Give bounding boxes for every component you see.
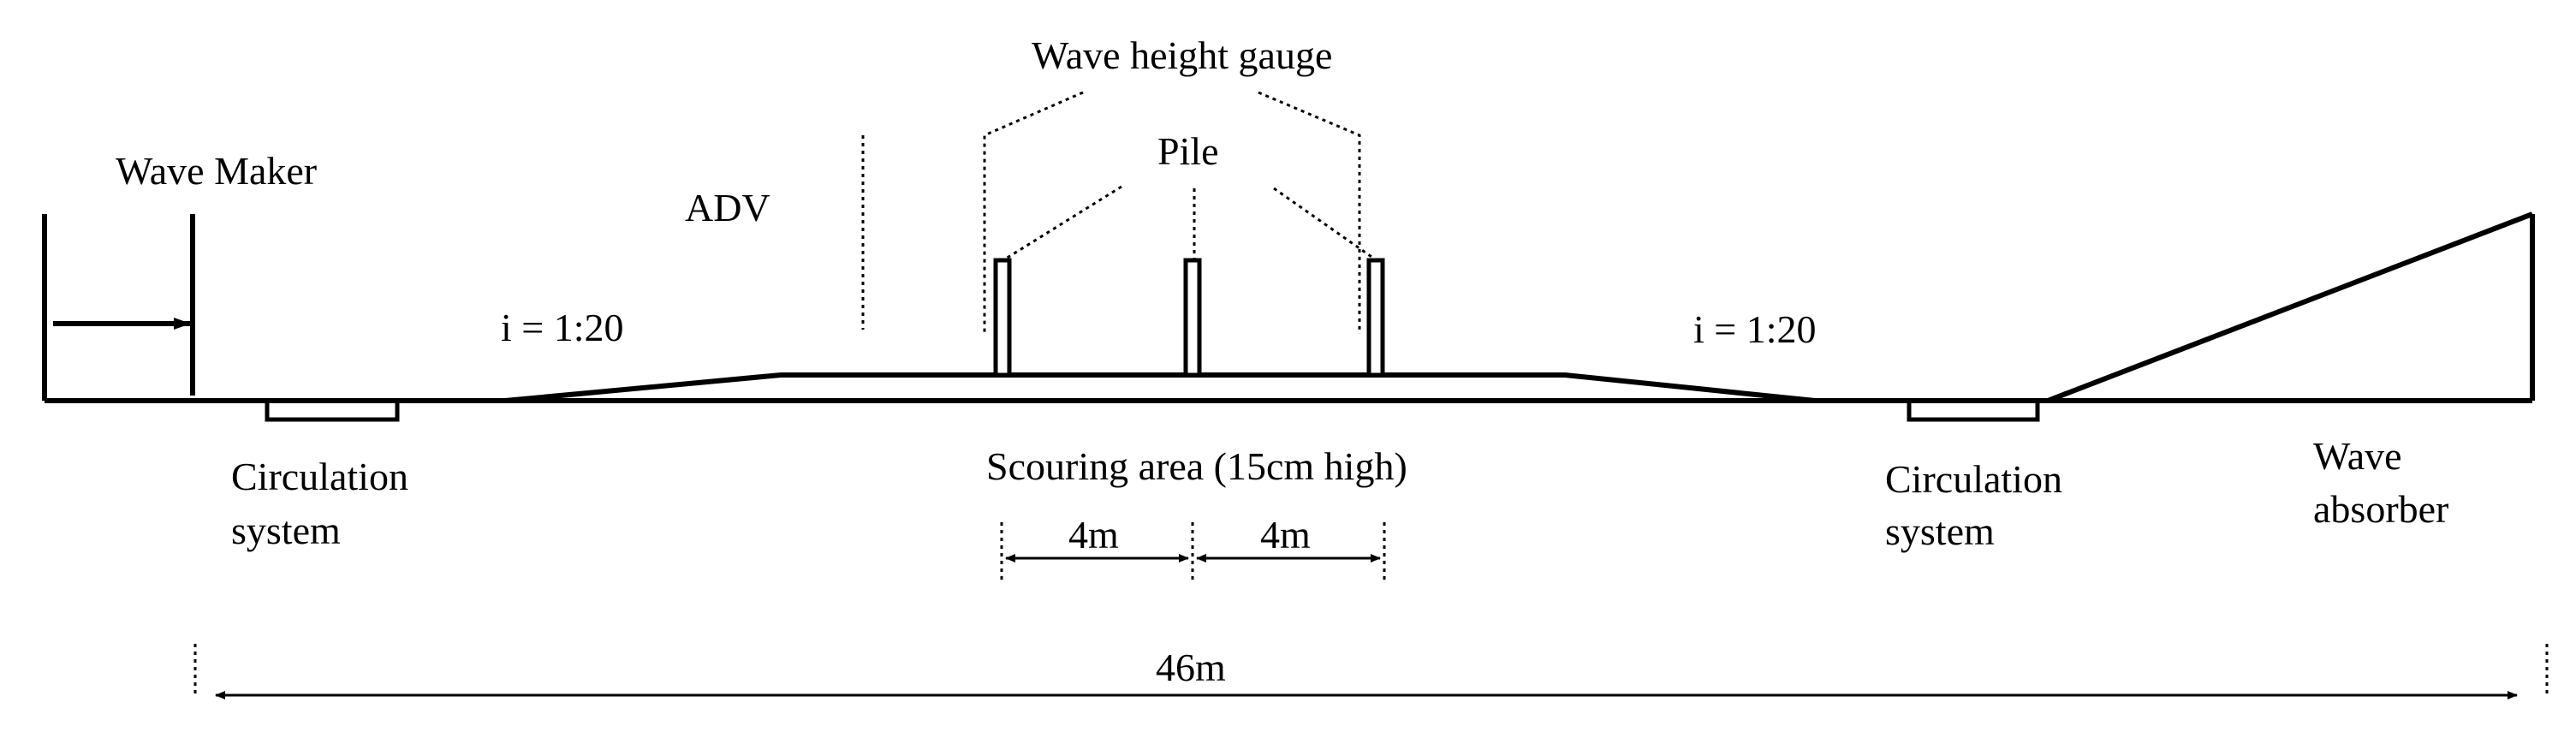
- dimension-4m: [1000, 522, 1386, 580]
- wave-absorber-slope: [2046, 211, 2534, 403]
- circulation-pit-right: [1907, 398, 2040, 422]
- dim-46m-label: 46m: [1156, 646, 1226, 689]
- pile-2: [1183, 258, 1202, 378]
- pile-1: [993, 258, 1012, 378]
- pile-3: [1366, 258, 1385, 378]
- circulation-pit-left: [265, 398, 400, 422]
- wave-absorber-label-line1: Wave: [2313, 434, 2402, 478]
- flume-outline: [42, 214, 2535, 403]
- wave-height-gauge-lines: [983, 91, 1361, 334]
- wave-absorber-label-line2: absorber: [2313, 487, 2448, 531]
- pile-label: Pile: [1157, 129, 1219, 173]
- circulation-right-label-line1: Circulation: [1885, 457, 2062, 501]
- slope-right-label: i = 1:20: [1693, 307, 1817, 351]
- dim-4m-left-label: 4m: [1068, 513, 1119, 556]
- wave-maker: [53, 214, 195, 396]
- adv-label: ADV: [685, 186, 770, 229]
- pile-leader-lines: [1005, 185, 1375, 260]
- piles: [993, 258, 1385, 378]
- circulation-left-label-line2: system: [231, 509, 341, 552]
- dim-4m-right-label: 4m: [1260, 513, 1311, 556]
- circulation-left-label-line1: Circulation: [231, 455, 408, 498]
- slope-left-label: i = 1:20: [501, 306, 624, 349]
- wave-maker-label: Wave Maker: [116, 149, 317, 193]
- dimension-46m: [193, 644, 2549, 699]
- circulation-right-label-line2: system: [1885, 509, 1995, 553]
- scouring-platform: [504, 372, 1816, 403]
- scouring-area-label: Scouring area (15cm high): [986, 444, 1407, 488]
- wave-height-gauge-label: Wave height gauge: [1032, 33, 1332, 77]
